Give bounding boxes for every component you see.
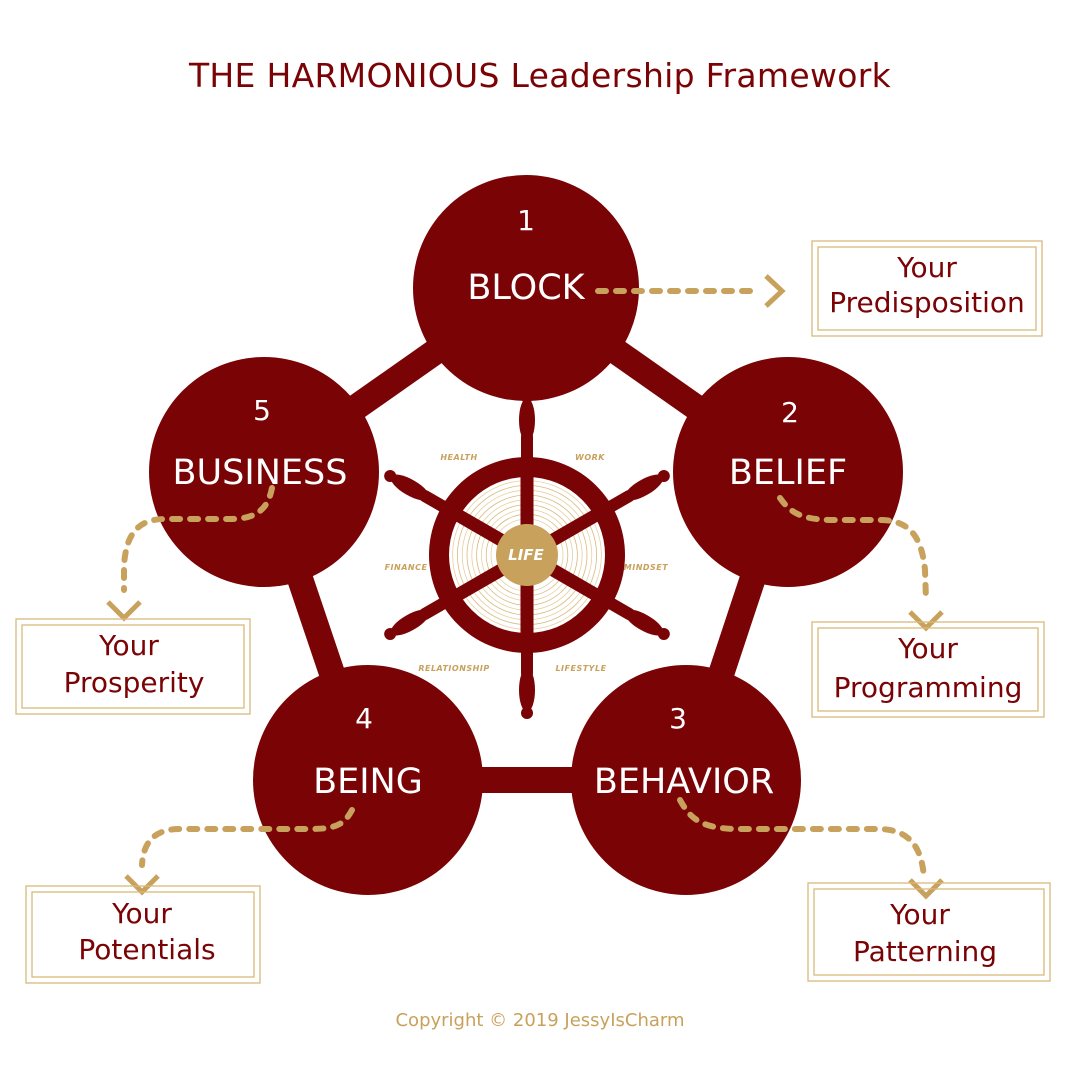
node-circle [149, 357, 379, 587]
arrow-belief-programming [777, 495, 929, 603]
area-label-lifestyle: LIFESTYLE [555, 664, 606, 673]
box-frame-inner [817, 246, 1037, 331]
outcome-box-potentials: Your Potentials [25, 885, 261, 984]
node-number: 1 [517, 204, 535, 237]
outcome-line2: Patterning [853, 935, 997, 968]
page-title: THE HARMONIOUS Leadership Framework [188, 56, 892, 95]
node-circle [413, 175, 639, 401]
outcome-line2: Prosperity [64, 666, 205, 699]
outcome-line1: Your [896, 251, 957, 284]
wheel-inner-spokes [454, 475, 600, 635]
node-number: 5 [253, 394, 271, 427]
outcome-line1: Your [98, 629, 159, 662]
copyright-notice: Copyright © 2019 JessyIsCharm [395, 1010, 685, 1031]
wheel-handle-tip [657, 470, 670, 482]
area-label-mindset: MINDSET [624, 563, 669, 572]
wheel-handle [390, 474, 430, 501]
wheel-inner-spoke [454, 564, 505, 601]
arrow-behavior-patterning [677, 797, 927, 881]
wheel-handle [390, 609, 430, 636]
node-belief: 2 BELIEF [673, 357, 903, 587]
node-label: BELIEF [729, 453, 847, 493]
box-frame-inner [817, 627, 1039, 712]
wheel-handle [519, 668, 535, 712]
node-being: 4 BEING [253, 665, 483, 895]
box-frame-outer [811, 621, 1045, 718]
node-circle [673, 357, 903, 587]
box-frame-inner [813, 888, 1045, 976]
outcome-box-programming: Your Programming [811, 621, 1045, 718]
chevron-down-icon [908, 610, 944, 632]
outcome-line1: Your [897, 632, 958, 665]
outcome-box-patterning: Your Patterning [807, 882, 1051, 982]
hub-label: LIFE [508, 546, 544, 564]
outcome-box-prosperity: Your Prosperity [15, 618, 251, 715]
area-label-health: HEALTH [440, 453, 477, 462]
wheel-inner-spoke [549, 509, 600, 546]
outcome-line2: Programming [834, 671, 1023, 704]
wheel-inner-spoke [549, 564, 600, 601]
chevron-down-icon [106, 600, 142, 622]
life-area-labels: HEALTH WORK FINANCE MINDSET RELATIONSHIP… [385, 453, 669, 673]
wheel-handle-tip [384, 628, 397, 640]
box-frame-inner [21, 624, 245, 709]
node-number: 4 [355, 702, 373, 735]
node-business: 5 BUSINESS [149, 357, 379, 587]
outcome-box-predisposition: Your Predisposition [811, 240, 1043, 337]
area-label-relationship: RELATIONSHIP [418, 664, 489, 673]
node-block: 1 BLOCK [413, 175, 639, 401]
outcome-line2: Potentials [78, 933, 215, 966]
node-label: BLOCK [467, 268, 585, 308]
arrow-business-prosperity [121, 485, 275, 593]
arrow-being-potentials [139, 807, 355, 868]
wheel-handle-tip [657, 628, 670, 640]
wheel-handle-tip [384, 470, 397, 482]
node-label: BEHAVIOR [594, 762, 774, 802]
wheel-handle [624, 474, 664, 501]
outcome-line1: Your [111, 897, 172, 930]
wheel-hub [496, 524, 558, 586]
node-circle [253, 665, 483, 895]
box-frame-outer [811, 240, 1043, 337]
wheel-handle-tip [521, 707, 533, 719]
chevron-down-icon [908, 878, 944, 900]
wheel-handle [519, 398, 535, 442]
box-frame-inner [31, 891, 255, 978]
wheel-inner-spoke [454, 509, 505, 546]
node-number: 3 [669, 702, 687, 735]
wheel-handle-tip [521, 391, 533, 403]
box-frame-outer [25, 885, 261, 984]
node-label: BEING [313, 762, 423, 802]
node-number: 2 [781, 396, 799, 429]
node-label: BUSINESS [173, 453, 348, 493]
wheel-handle [624, 609, 664, 636]
wheel-handles [384, 391, 670, 719]
box-frame-outer [15, 618, 251, 715]
area-label-finance: FINANCE [385, 563, 428, 572]
area-label-work: WORK [575, 453, 605, 462]
node-behavior: 3 BEHAVIOR [571, 665, 801, 895]
chevron-right-icon [764, 274, 786, 308]
node-circle [571, 665, 801, 895]
box-frame-outer [807, 882, 1051, 982]
outcome-line1: Your [889, 898, 950, 931]
ship-wheel-icon: LIFE [384, 391, 670, 719]
outcome-line2: Predisposition [829, 286, 1025, 319]
chevron-down-icon [124, 874, 160, 896]
